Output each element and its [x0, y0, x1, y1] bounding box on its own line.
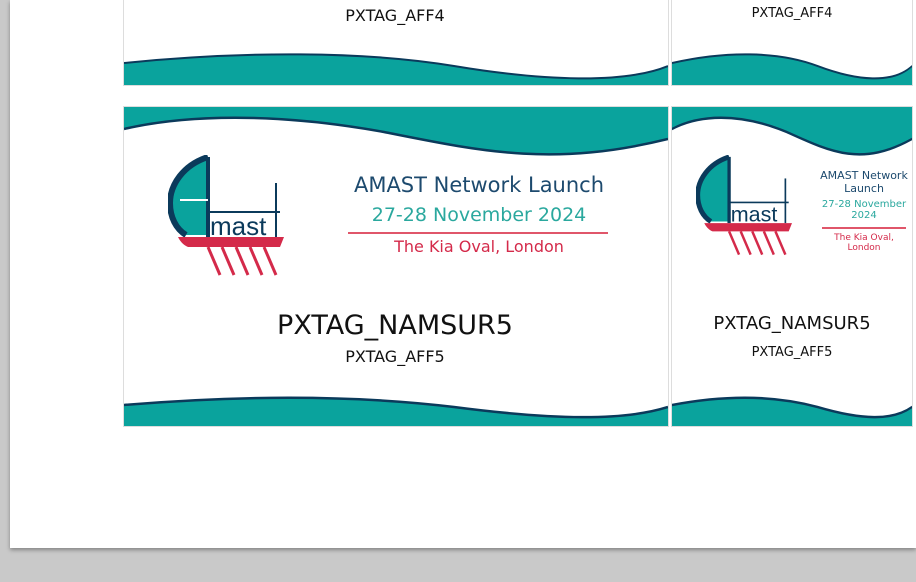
event-title: AMAST Network Launch	[820, 169, 908, 195]
event-venue: The Kia Oval, London	[834, 233, 894, 253]
attendee-name: PXTAG_NAMSUR5	[713, 313, 871, 334]
badge-card: mast AMAST Network Launch 27-28 November…	[123, 106, 669, 427]
divider	[822, 227, 906, 229]
event-venue: The Kia Oval, London	[394, 237, 564, 256]
badge-waves	[124, 107, 668, 426]
document-page: PXTAG_AFF4 PXTAG_AFF4 mast	[10, 0, 916, 548]
badge-waves	[672, 53, 912, 85]
logo-text: mast	[731, 202, 778, 226]
event-title: AMAST Network Launch	[353, 173, 605, 197]
affiliation-text: PXTAG_AFF4	[345, 6, 445, 25]
badge-waves	[124, 53, 668, 85]
attendee-affiliation: PXTAG_AFF5	[345, 347, 445, 366]
logo-text: mast	[210, 211, 267, 241]
attendee-affiliation: PXTAG_AFF5	[751, 345, 833, 360]
amast-logo: mast	[168, 155, 284, 276]
divider	[348, 232, 608, 234]
attendee-name: PXTAG_NAMSUR5	[277, 310, 513, 341]
affiliation-text: PXTAG_AFF4	[751, 6, 833, 21]
badge-card-top-right: PXTAG_AFF4	[671, 0, 913, 86]
event-date: 27-28 November 2024	[371, 204, 587, 226]
event-date: 27-28 November 2024	[821, 199, 907, 221]
badge-card: mast AMAST Network Launch 27-28 November…	[671, 106, 913, 427]
badge-waves	[672, 107, 912, 426]
amast-logo: mast	[696, 155, 792, 256]
badge-card-top-left: PXTAG_AFF4	[123, 0, 669, 86]
